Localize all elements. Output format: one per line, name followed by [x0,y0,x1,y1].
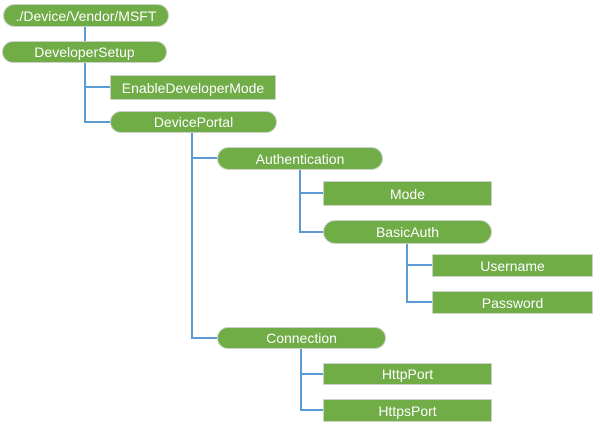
connector-branch-authentication [191,157,217,159]
node-developersetup: DeveloperSetup [2,41,167,63]
connector-branch-username [406,264,432,266]
connector-branch-password [406,301,432,303]
node-connection: Connection [217,327,386,349]
node-mode: Mode [323,181,492,206]
node-basicauth: BasicAuth [323,220,492,244]
node-root-device-vendor-msft: ./Device/Vendor/MSFT [3,4,169,27]
node-deviceportal: DevicePortal [110,111,277,133]
connector-connection-spine [300,349,302,411]
connector-branch-mode [299,192,323,194]
node-httpport: HttpPort [323,363,492,385]
node-username: Username [432,254,593,277]
node-authentication: Authentication [217,147,383,170]
connector-branch-deviceportal [84,121,110,123]
connector-branch-connection [191,337,217,339]
connector-authentication-spine [299,170,301,233]
connector-branch-basicauth [299,231,323,233]
connector-branch-httpport [300,373,323,375]
connector-root-developersetup [84,27,86,41]
connector-branch-httpsport [300,409,323,411]
node-httpsport: HttpsPort [323,399,492,422]
connector-deviceportal-spine [191,133,193,339]
connector-developersetup-spine [84,63,86,123]
connector-basicauth-spine [406,244,408,303]
connector-branch-enabledevelopermode [84,86,110,88]
node-password: Password [432,291,593,314]
node-enabledevelopermode: EnableDeveloperMode [110,75,276,100]
